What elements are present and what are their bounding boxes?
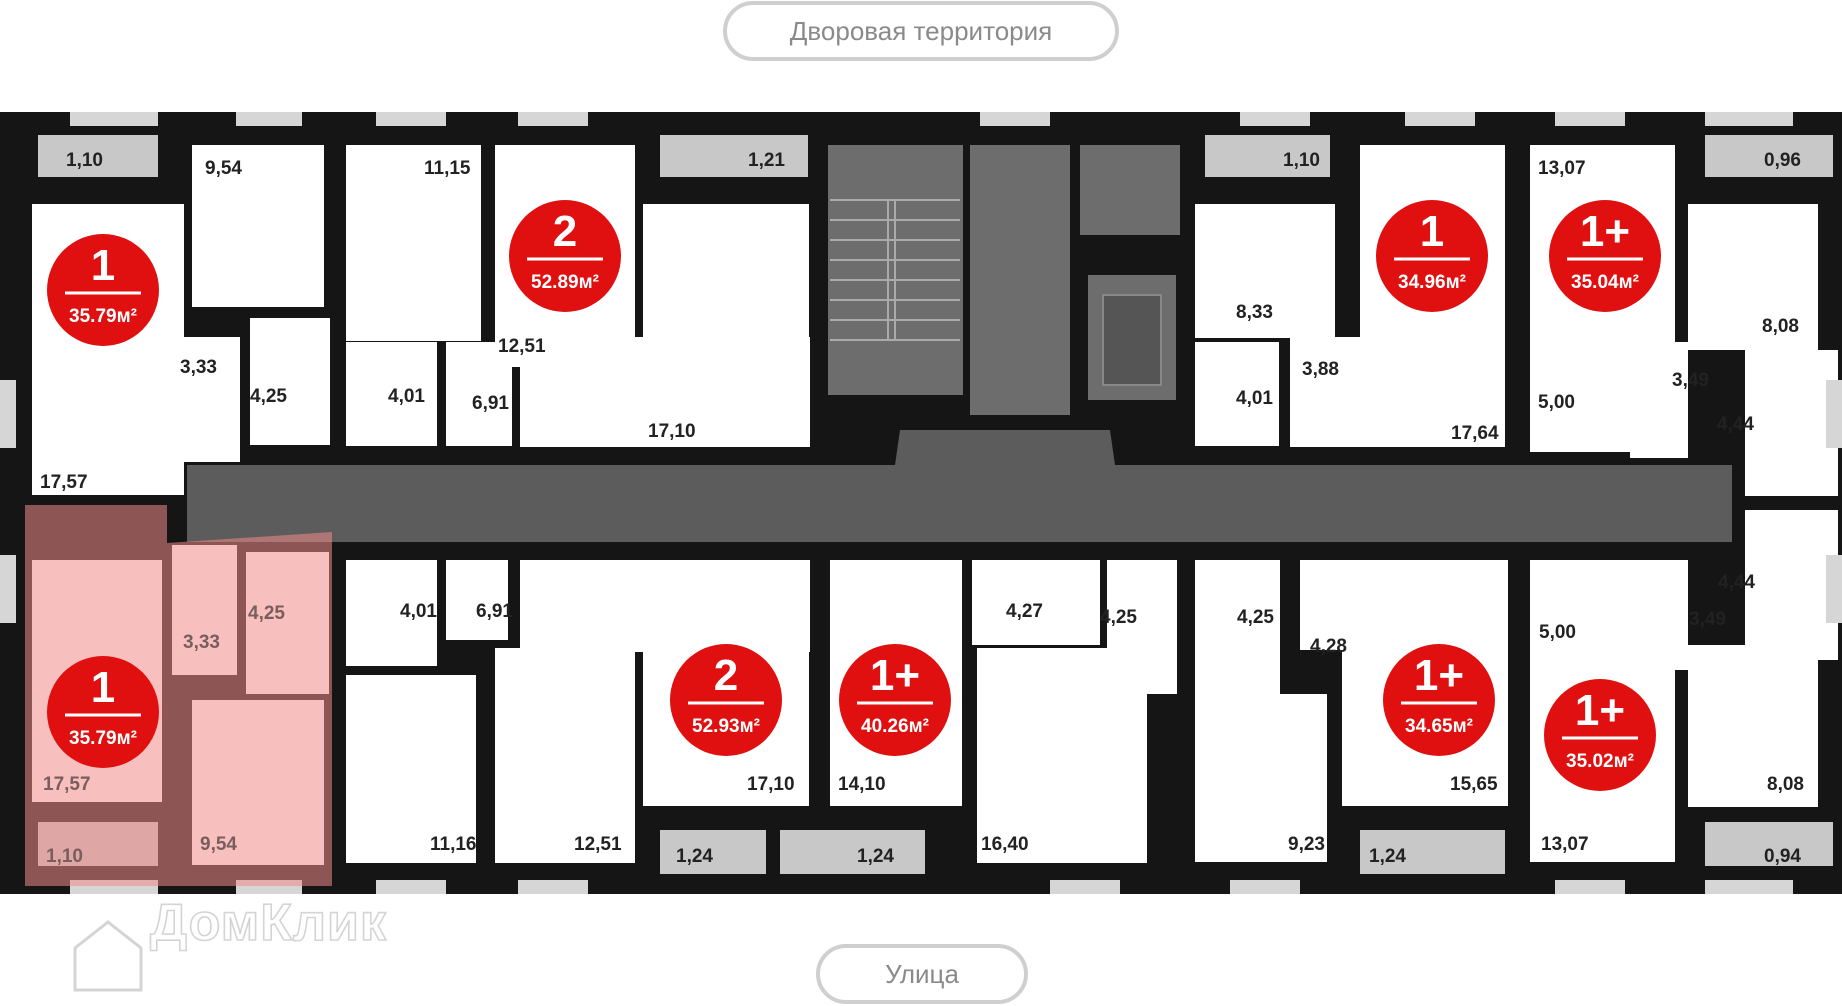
svg-text:ДомКлик: ДомКлик	[150, 894, 387, 952]
badge-rooms: 2	[714, 651, 738, 700]
room-area-label: 1,24	[676, 846, 713, 867]
badge-circle	[1376, 200, 1488, 312]
room-area-label: 17,57	[43, 774, 91, 795]
room-area-label: 5,00	[1538, 392, 1575, 413]
courtyard-label-text: Дворовая территория	[790, 16, 1052, 46]
room-area-label: 4,28	[1310, 636, 1347, 657]
stairwell	[828, 145, 1180, 415]
apartment-badge: 2 52.93м²	[670, 644, 782, 756]
room-area-label: 1,10	[66, 150, 103, 171]
badge-area: 35.79м²	[69, 728, 137, 749]
room-area-label: 11,15	[424, 158, 471, 179]
room-area-label: 3,33	[183, 632, 220, 653]
room-area-label: 12,51	[498, 336, 546, 357]
room-area-label: 13,07	[1541, 834, 1589, 855]
room-area-label: 9,54	[200, 834, 237, 855]
room-area-label: 15,65	[1450, 774, 1498, 795]
badge-area: 34.96м²	[1398, 272, 1466, 293]
badge-rooms: 1+	[1575, 686, 1625, 735]
badge-rooms: 1	[91, 241, 115, 290]
room-area-label: 0,94	[1764, 846, 1801, 867]
badge-circle	[1383, 644, 1495, 756]
badge-rooms: 2	[553, 207, 577, 256]
room-area-label: 6,91	[476, 601, 513, 622]
room-area-label: 17,10	[648, 421, 696, 442]
apartment-badges: 1 35.79м² 2 52.89м² 1 34.96м² 1+ 35.04м² 1 35.79м…	[47, 200, 1661, 791]
room-area-label: 4,27	[1006, 601, 1043, 622]
badge-area: 35.04м²	[1571, 272, 1639, 293]
room-area-label: 3,33	[180, 357, 217, 378]
room-area-label: 4,01	[388, 386, 425, 407]
room-area-label: 8,33	[1236, 302, 1273, 323]
room-area-label: 9,54	[205, 158, 242, 179]
room-area-label: 4,25	[248, 603, 285, 624]
street-label-text: Улица	[885, 959, 959, 989]
badge-area: 52.89м²	[531, 272, 599, 293]
badge-area: 35.02м²	[1566, 751, 1634, 772]
badge-circle	[1549, 200, 1661, 312]
badge-circle	[1544, 679, 1656, 791]
room-area-label: 1,10	[1283, 150, 1320, 171]
selected-apartment-highlight	[25, 505, 332, 886]
badge-rooms: 1	[1420, 207, 1444, 256]
apartment-badge: 1 35.79м²	[47, 656, 159, 768]
room-area-label: 1,21	[748, 150, 785, 171]
room-area-label: 4,25	[250, 386, 287, 407]
apartment-badge: 1+ 35.02м²	[1544, 679, 1656, 791]
room-area-label: 17,64	[1451, 423, 1499, 444]
apartment-badge: 1+ 40.26м²	[839, 644, 951, 756]
room-area-label: 3,49	[1672, 370, 1709, 391]
room-area-label: 3,88	[1302, 359, 1339, 380]
room-area-label: 8,08	[1762, 316, 1799, 337]
apartment-badge: 1 35.79м²	[47, 234, 159, 346]
room-area-label: 11,16	[430, 834, 477, 855]
apartment-badge: 2 52.89м²	[509, 200, 621, 312]
badge-rooms: 1+	[1580, 207, 1630, 256]
room-area-label: 1,10	[46, 846, 83, 867]
courtyard-label: Дворовая территория	[723, 1, 1119, 61]
room-area-label: 9,23	[1288, 834, 1325, 855]
room-area-label: 4,44	[1717, 414, 1754, 435]
room-area-label: 12,51	[574, 834, 622, 855]
badge-circle	[47, 234, 159, 346]
badge-circle	[670, 644, 782, 756]
room-area-label: 1,24	[1369, 846, 1406, 867]
room-area-label: 14,10	[838, 774, 886, 795]
badge-circle	[47, 656, 159, 768]
badge-area: 34.65м²	[1405, 716, 1473, 737]
room-area-label: 0,96	[1764, 150, 1801, 171]
badge-circle	[839, 644, 951, 756]
badge-area: 40.26м²	[861, 716, 929, 737]
badge-area: 52.93м²	[692, 716, 760, 737]
badge-rooms: 1	[91, 663, 115, 712]
corridor	[187, 430, 1732, 542]
apartment-badge: 1+ 35.04м²	[1549, 200, 1661, 312]
room-area-label: 8,08	[1767, 774, 1804, 795]
room-area-label: 13,07	[1538, 158, 1586, 179]
room-area-label: 4,25	[1237, 607, 1274, 628]
street-label: Улица	[816, 944, 1028, 1004]
windows	[0, 112, 1842, 894]
badge-circle	[509, 200, 621, 312]
room-area-label: 17,57	[40, 472, 88, 493]
room-area-label: 3,49	[1689, 609, 1726, 630]
room-area-label: 16,40	[981, 834, 1029, 855]
room-area-label: 4,01	[1236, 388, 1273, 409]
room-area-label: 4,01	[400, 601, 437, 622]
room-area-label: 17,10	[747, 774, 795, 795]
room-area-label: 5,00	[1539, 622, 1576, 643]
apartment-badge: 1 34.96м²	[1376, 200, 1488, 312]
room-area-label: 6,91	[472, 393, 509, 414]
apartment-badge: 1+ 34.65м²	[1383, 644, 1495, 756]
room-area-label: 1,24	[857, 846, 894, 867]
room-area-label: 4,25	[1100, 607, 1137, 628]
badge-rooms: 1+	[1414, 651, 1464, 700]
upper-rooms	[32, 145, 1838, 496]
badge-area: 35.79м²	[69, 306, 137, 327]
room-area-label: 4,44	[1718, 572, 1755, 593]
badge-rooms: 1+	[870, 651, 920, 700]
domclick-watermark: ДомКлик	[73, 894, 387, 992]
